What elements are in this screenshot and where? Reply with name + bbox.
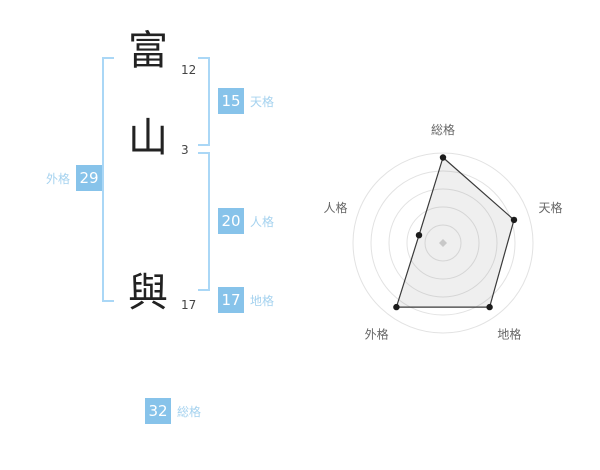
radar-data-point: [510, 216, 518, 224]
radar-axis-label: 地格: [497, 326, 521, 341]
soukaku-value-badge: 32: [145, 398, 171, 424]
jinkaku-group: 20 人格: [218, 208, 274, 234]
radar-data-point: [393, 303, 400, 311]
gaikaku-group: 外格 29: [46, 165, 103, 191]
radar-axis-label: 総格: [431, 122, 455, 137]
stroke-count-1: 12: [181, 63, 197, 77]
gaikaku-label: 外格: [46, 171, 71, 186]
radar-axis-label: 外格: [365, 326, 389, 341]
radar-chart: 総格天格地格 外格 人格: [293, 98, 593, 393]
radar-data-point: [486, 303, 493, 311]
jinkaku-value-badge: 20: [218, 208, 244, 234]
chikaku-value-badge: 17: [218, 287, 244, 313]
jinkaku-label: 人格: [250, 214, 275, 229]
chikaku-label: 地格: [250, 293, 275, 308]
jinkaku-bracket: [198, 152, 210, 291]
tenkaku-value-badge: 15: [218, 88, 244, 114]
stroke-count-2: 3: [181, 143, 189, 157]
soukaku-label: 総格: [177, 404, 202, 419]
radar-axis-label: 人格: [323, 200, 347, 215]
radar-data-point: [439, 154, 447, 161]
chikaku-group: 17 地格: [218, 287, 274, 313]
radar-axis-label: 天格: [538, 200, 562, 215]
name-char-surname-1: 富: [128, 28, 168, 74]
tenkaku-group: 15 天格: [218, 88, 274, 114]
tenkaku-label: 天格: [250, 94, 275, 109]
soukaku-group: 32 総格: [145, 398, 201, 424]
radar-data-point: [415, 232, 423, 239]
tenkaku-bracket: [198, 57, 210, 146]
gaikaku-bracket: [102, 57, 114, 302]
radar-center-mark: [439, 239, 447, 247]
name-char-given-1: 與: [128, 270, 168, 316]
name-char-surname-2: 山: [128, 115, 168, 161]
gaikaku-value-badge: 29: [76, 165, 103, 191]
radar-data-polygon: [395, 156, 515, 308]
stroke-count-3: 17: [181, 298, 197, 312]
